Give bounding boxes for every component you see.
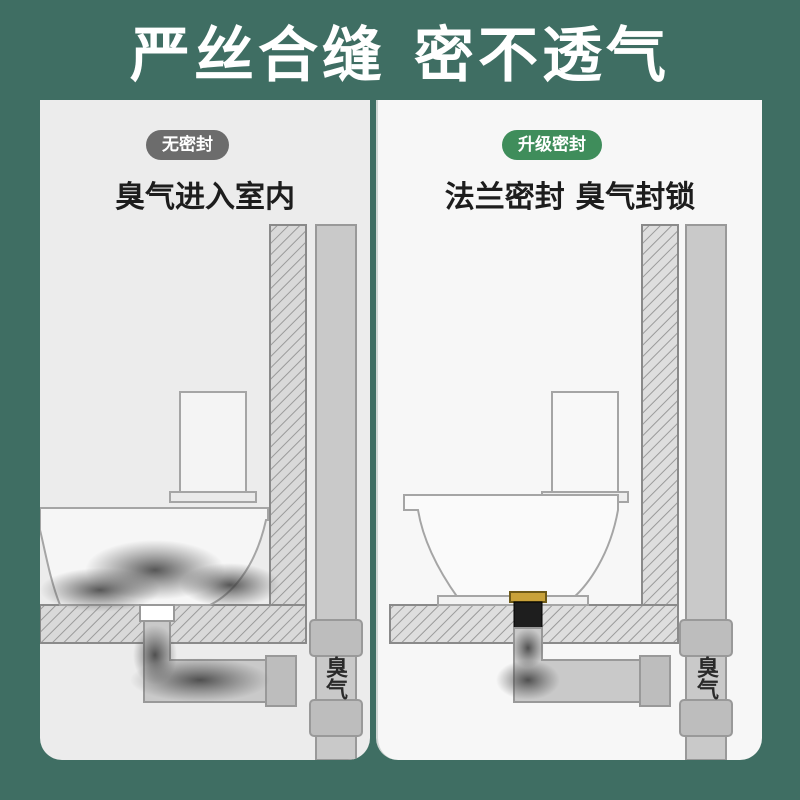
wall: [641, 224, 679, 621]
pipe-joint: [309, 619, 363, 657]
toilet-tank: [551, 391, 619, 493]
stack-pipe: [315, 224, 357, 760]
tank-lid: [169, 491, 257, 503]
pipe-joint: [679, 619, 733, 657]
pipe-joint: [679, 699, 733, 737]
toilet-bowl: [403, 494, 619, 599]
no-seal-diagram: [40, 224, 363, 760]
contained-odor: [512, 628, 544, 668]
headline-part-1: 严丝合缝: [130, 20, 386, 91]
flange-seal: [509, 591, 547, 603]
no-seal-tag: 无密封: [146, 130, 229, 160]
upgraded-seal-caption: 法兰密封 臭气封锁: [444, 180, 696, 215]
headline: 严丝合缝 密不透气: [0, 0, 800, 100]
odor-pipe-label: 臭气: [322, 656, 347, 700]
pipe-connector: [265, 655, 297, 707]
contained-odor: [496, 660, 560, 700]
odor-smoke: [133, 625, 177, 685]
headline-part-2: 密不透气: [414, 20, 670, 91]
upgraded-seal-diagram: [389, 224, 733, 760]
no-seal-caption: 臭气进入室内: [115, 180, 295, 215]
pipe-joint: [309, 699, 363, 737]
stack-pipe: [685, 224, 727, 760]
odor-smoke: [40, 568, 160, 612]
panel-no-seal: 无密封 臭气进入室内 臭气: [40, 100, 370, 760]
upgraded-seal-tag: 升级密封: [502, 130, 602, 160]
odor-smoke: [180, 563, 280, 607]
odor-pipe-label: 臭气: [693, 656, 718, 700]
flange-seal-body: [513, 601, 543, 629]
panel-upgraded-seal: 升级密封 法兰密封 臭气封锁 臭气: [376, 100, 762, 760]
wall: [269, 224, 307, 621]
drain-outlet: [139, 604, 175, 622]
toilet-tank: [179, 391, 247, 493]
pipe-connector: [639, 655, 671, 707]
